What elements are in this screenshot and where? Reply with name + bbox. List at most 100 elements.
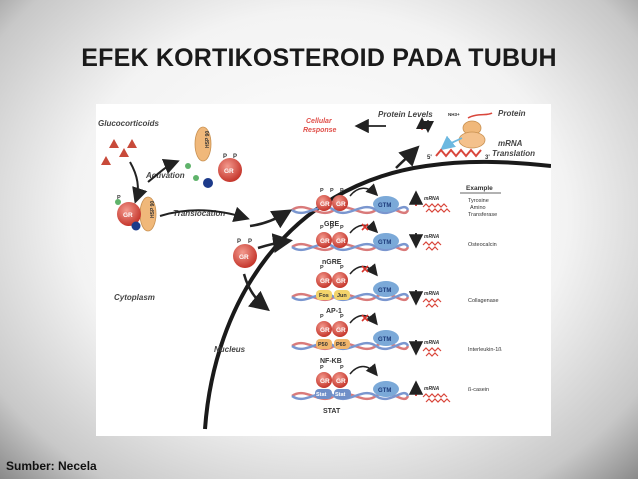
block-icon bbox=[361, 223, 369, 231]
translocation-arrow bbox=[159, 206, 250, 223]
block-icon bbox=[361, 265, 369, 273]
svg-text:GR: GR bbox=[336, 201, 346, 208]
row-nfkb: GR GR P P P50 P65 GTM NF-KB mRNA Interle… bbox=[291, 312, 502, 365]
source-caption: Sumber: Necela bbox=[6, 459, 97, 473]
nuclear-membrane bbox=[203, 159, 552, 430]
activation-arrow bbox=[147, 159, 180, 183]
svg-text:Fos: Fos bbox=[319, 293, 329, 299]
dna-helix-icon bbox=[291, 205, 410, 215]
svg-text:GR: GR bbox=[336, 327, 346, 334]
svg-text:Stat: Stat bbox=[316, 392, 327, 398]
svg-text:GTM: GTM bbox=[378, 288, 391, 294]
row-gre: GR GR P P P GTM GRE mRNA Tyrosine Amino … bbox=[291, 183, 497, 228]
svg-text:Amino: Amino bbox=[470, 205, 486, 211]
svg-text:GTM: GTM bbox=[378, 240, 391, 246]
svg-text:GR: GR bbox=[123, 212, 133, 219]
activated-gr-dissociation: HSP 90 GR P P bbox=[185, 126, 242, 188]
svg-text:P: P bbox=[320, 314, 324, 320]
svg-text:P: P bbox=[117, 195, 121, 201]
svg-text:GR: GR bbox=[320, 327, 330, 334]
example-header: Example bbox=[466, 185, 493, 192]
cytoplasm-label: Cytoplasm bbox=[114, 293, 155, 302]
svg-text:P: P bbox=[340, 265, 344, 271]
block-icon bbox=[361, 314, 369, 322]
inactive-gr-hsp-complex: HSP 90 GR P bbox=[115, 195, 157, 232]
svg-text:P: P bbox=[233, 154, 237, 160]
slide-title: EFEK KORTIKOSTEROID PADA TUBUH bbox=[81, 44, 557, 72]
svg-text:P: P bbox=[320, 225, 324, 231]
svg-text:GTM: GTM bbox=[378, 388, 391, 394]
svg-text:Stat: Stat bbox=[335, 392, 346, 398]
site-label: NF-KB bbox=[320, 358, 342, 365]
svg-text:mRNA: mRNA bbox=[424, 196, 440, 202]
activation-label: Activation bbox=[145, 171, 185, 180]
svg-text:mRNA: mRNA bbox=[424, 234, 440, 240]
svg-text:Osteocalcin: Osteocalcin bbox=[468, 242, 497, 248]
row-ap1: GR GR P P Fos Jun GTM AP-1 mRNA Collagen… bbox=[291, 263, 499, 315]
mrna-icon bbox=[422, 347, 442, 357]
translation-label: Translation bbox=[492, 149, 535, 158]
svg-text:HSP 90: HSP 90 bbox=[205, 131, 211, 148]
svg-text:GTM: GTM bbox=[378, 203, 391, 209]
svg-text:Tyrosine: Tyrosine bbox=[468, 198, 489, 204]
site-label: nGRE bbox=[322, 259, 342, 266]
cellular-response-label-2: Response bbox=[303, 127, 337, 134]
svg-text:P: P bbox=[330, 225, 334, 231]
svg-text:P50: P50 bbox=[318, 342, 328, 348]
mechanism-figure: Glucocorticoids HSP 90 GR P Activation T… bbox=[96, 104, 552, 436]
svg-text:mRNA: mRNA bbox=[424, 386, 440, 392]
dna-helix-icon bbox=[291, 292, 410, 302]
svg-text:P: P bbox=[340, 365, 344, 371]
svg-text:GR: GR bbox=[336, 238, 346, 245]
translocation-label: Translocation bbox=[173, 209, 225, 218]
svg-text:P: P bbox=[330, 188, 334, 194]
ribosome-icon bbox=[458, 120, 486, 149]
nucleus-label: Nucleus bbox=[214, 345, 246, 354]
row-ngre: GR GR P P P GTM nGRE mRNA Osteocalcin bbox=[291, 220, 497, 266]
svg-text:GR: GR bbox=[320, 201, 330, 208]
svg-text:GR: GR bbox=[336, 278, 346, 285]
svg-text:Collagenase: Collagenase bbox=[468, 298, 499, 304]
dna-helix-icon bbox=[291, 341, 410, 351]
translation-arrow bbox=[440, 135, 463, 151]
export-arrow bbox=[395, 145, 420, 169]
cellular-response-label-1: Cellular bbox=[306, 118, 333, 125]
dna-helix-icon bbox=[291, 391, 410, 401]
nuclear-gr: GR P P bbox=[233, 239, 257, 268]
svg-text:Jun: Jun bbox=[337, 293, 347, 299]
protein-label: Protein bbox=[498, 109, 526, 118]
mrna-icon bbox=[422, 298, 442, 308]
svg-text:ß-casein: ß-casein bbox=[468, 387, 489, 393]
svg-text:P: P bbox=[248, 239, 252, 245]
mrna-icon bbox=[422, 241, 442, 251]
svg-text:HSP 90: HSP 90 bbox=[150, 201, 156, 218]
glucocorticoid-molecules-icon bbox=[101, 139, 137, 165]
mrna-icon bbox=[422, 203, 451, 213]
protein-levels-label: Protein Levels bbox=[378, 110, 433, 119]
svg-text:GR: GR bbox=[320, 238, 330, 245]
svg-text:P: P bbox=[320, 188, 324, 194]
five-prime-label: 5' bbox=[427, 155, 432, 161]
svg-text:P: P bbox=[237, 239, 241, 245]
dna-helix-icon bbox=[291, 242, 410, 252]
svg-text:GR: GR bbox=[224, 168, 234, 175]
svg-text:P: P bbox=[320, 365, 324, 371]
svg-text:GR: GR bbox=[320, 378, 330, 385]
nh3-label: NH3+ bbox=[448, 112, 460, 117]
svg-text:P: P bbox=[223, 154, 227, 160]
svg-text:P: P bbox=[320, 265, 324, 271]
svg-text:P: P bbox=[340, 188, 344, 194]
svg-text:GTM: GTM bbox=[378, 337, 391, 343]
svg-text:GR: GR bbox=[320, 278, 330, 285]
site-label: STAT bbox=[323, 408, 341, 415]
three-prime-label: 3' bbox=[485, 155, 490, 161]
binding-arrow bbox=[129, 161, 148, 204]
svg-text:Transferase: Transferase bbox=[468, 212, 497, 218]
svg-text:Interleukin-1ß: Interleukin-1ß bbox=[468, 347, 502, 353]
svg-text:P: P bbox=[340, 314, 344, 320]
glucocorticoids-label: Glucocorticoids bbox=[98, 119, 159, 128]
mechanism-diagram: Glucocorticoids HSP 90 GR P Activation T… bbox=[98, 109, 552, 430]
svg-text:mRNA: mRNA bbox=[424, 340, 440, 346]
svg-text:GR: GR bbox=[336, 378, 346, 385]
